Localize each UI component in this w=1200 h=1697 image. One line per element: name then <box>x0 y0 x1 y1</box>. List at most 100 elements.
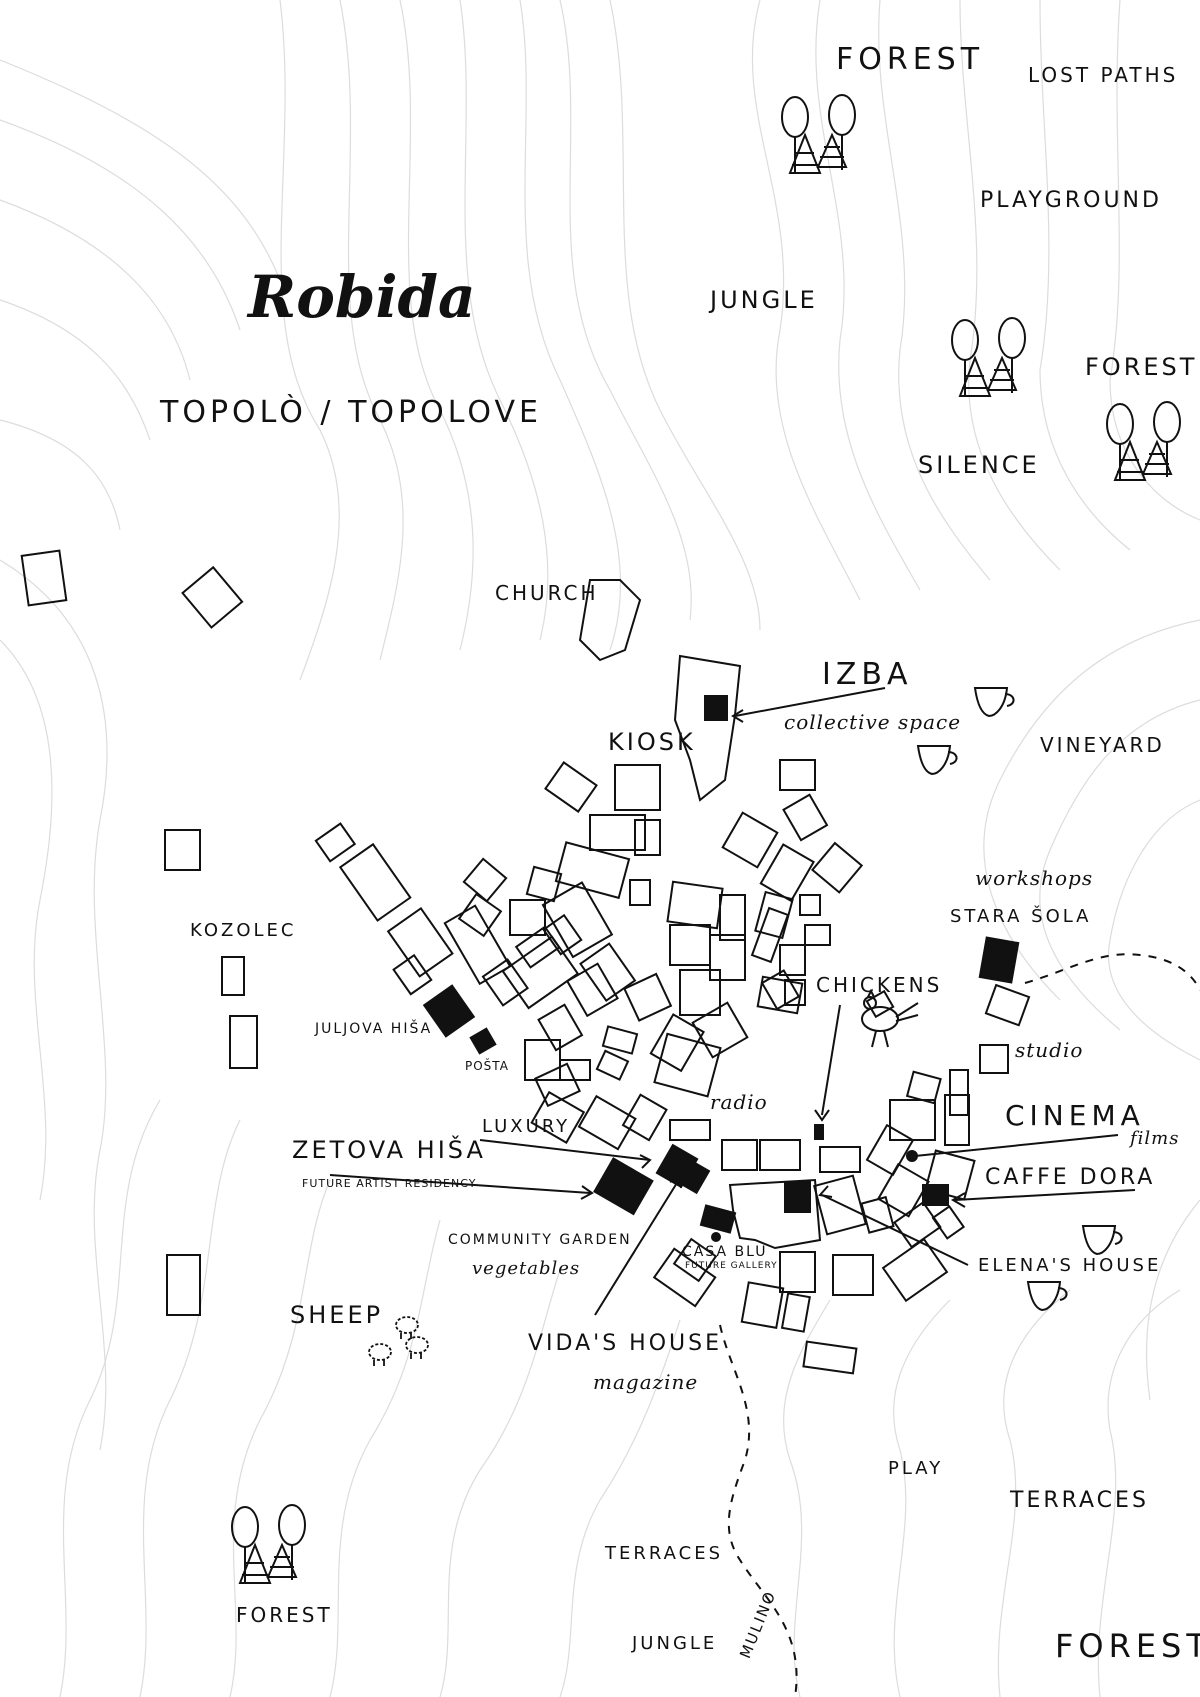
building <box>804 924 831 946</box>
sheep-icon <box>368 1343 392 1366</box>
label-collective-space: collective space <box>784 710 962 734</box>
forest-icon <box>1106 401 1181 481</box>
building <box>750 906 790 964</box>
label-terraces-right: TERRACES <box>1010 1488 1149 1513</box>
building <box>653 1032 722 1098</box>
label-magazine: magazine <box>593 1370 699 1394</box>
building <box>457 892 503 938</box>
building <box>721 1139 758 1171</box>
forest-icon <box>231 1504 306 1584</box>
building <box>577 1094 637 1151</box>
label-studio: studio <box>1015 1038 1084 1062</box>
label-lost-paths: LOST PATHS <box>1028 63 1179 87</box>
building <box>779 759 816 791</box>
building <box>666 880 724 930</box>
label-cinema: CINEMA <box>1005 1099 1145 1132</box>
building <box>832 1254 874 1296</box>
chicken-icon <box>861 988 919 1048</box>
label-zetova-hisa: ZETOVA HIŠA <box>292 1136 486 1164</box>
label-forest-bottom-right: FOREST <box>1055 1627 1200 1665</box>
building <box>669 1119 711 1141</box>
building <box>386 907 454 978</box>
label-films: films <box>1130 1128 1180 1149</box>
sheep-icon <box>405 1336 429 1359</box>
map-subtitle: TOPOLÒ / TOPOLOVE <box>160 395 542 430</box>
building-marker <box>669 1154 711 1195</box>
label-forest-top: FOREST <box>836 42 985 77</box>
building <box>756 975 804 1015</box>
caffe-dora-marker <box>922 1184 949 1206</box>
label-jungle-bottom: JUNGLE <box>632 1633 718 1654</box>
building <box>889 1099 936 1141</box>
juljova-hisa-marker <box>422 984 476 1038</box>
building <box>979 1044 1009 1074</box>
label-jungle-top: JUNGLE <box>710 286 818 314</box>
building <box>779 944 806 976</box>
label-juljova-hisa: JULJOVA HIŠA <box>315 1021 433 1037</box>
building <box>634 819 661 856</box>
label-caffe-dora: CAFFE DORA <box>985 1165 1156 1190</box>
building <box>649 1013 705 1073</box>
building <box>579 942 637 1002</box>
label-vineyard: VINEYARD <box>1040 733 1165 757</box>
label-chickens: CHICKENS <box>816 973 943 997</box>
forest-icon <box>781 94 856 174</box>
building <box>759 1139 801 1171</box>
building <box>554 841 631 900</box>
building <box>623 972 673 1022</box>
label-playground: PLAYGROUND <box>980 188 1162 213</box>
building <box>338 842 412 922</box>
building <box>601 1025 639 1055</box>
label-sheep: SHEEP <box>290 1301 384 1329</box>
label-future-gallery: FUTURE GALLERY <box>685 1261 778 1271</box>
map-title: Robida <box>248 263 476 331</box>
building <box>544 761 598 813</box>
label-silence: SILENCE <box>918 451 1040 479</box>
zetova-hisa-marker <box>593 1157 654 1216</box>
building <box>679 969 721 1016</box>
building <box>881 1237 949 1303</box>
building <box>740 1281 785 1329</box>
building <box>565 962 619 1018</box>
label-future-artist-residency: FUTURE ARTIST RESIDENCY <box>302 1177 477 1190</box>
izba-marker <box>704 695 728 721</box>
label-casa-blu: CASA BLU <box>682 1244 768 1260</box>
building <box>779 1251 816 1293</box>
highlighted-buildings <box>422 695 1020 1242</box>
building <box>652 1247 717 1308</box>
building <box>589 814 646 851</box>
building <box>802 1340 858 1375</box>
cup-icon <box>1026 1281 1068 1312</box>
building <box>629 879 651 906</box>
building <box>525 865 563 903</box>
building <box>392 953 433 996</box>
building <box>944 1094 970 1146</box>
building <box>949 1069 969 1116</box>
casa-blu-dot <box>711 1232 721 1242</box>
cinema-pin <box>814 1124 824 1140</box>
building <box>719 894 746 941</box>
building <box>166 1254 201 1316</box>
building <box>164 829 201 871</box>
building <box>314 822 357 863</box>
building <box>865 1123 915 1177</box>
building <box>181 565 244 629</box>
label-play: PLAY <box>888 1458 944 1479</box>
building <box>905 1070 942 1105</box>
building <box>20 549 68 607</box>
building <box>542 913 583 956</box>
label-stara-sola: STARA ŠOLA <box>950 906 1092 927</box>
label-radio: radio <box>710 1090 768 1114</box>
label-community-garden: COMMUNITY GARDEN <box>448 1232 632 1248</box>
label-kiosk: KIOSK <box>608 728 696 756</box>
label-forest-right: FOREST <box>1085 353 1198 381</box>
building <box>819 1146 861 1173</box>
casa-blu-marker <box>699 1204 737 1234</box>
label-vegetables: vegetables <box>472 1258 581 1279</box>
building <box>537 1003 584 1052</box>
label-luxury: LUXURY <box>482 1116 571 1137</box>
building-marker <box>784 1181 811 1213</box>
label-posta: POŠTA <box>465 1059 509 1073</box>
building <box>541 881 614 959</box>
